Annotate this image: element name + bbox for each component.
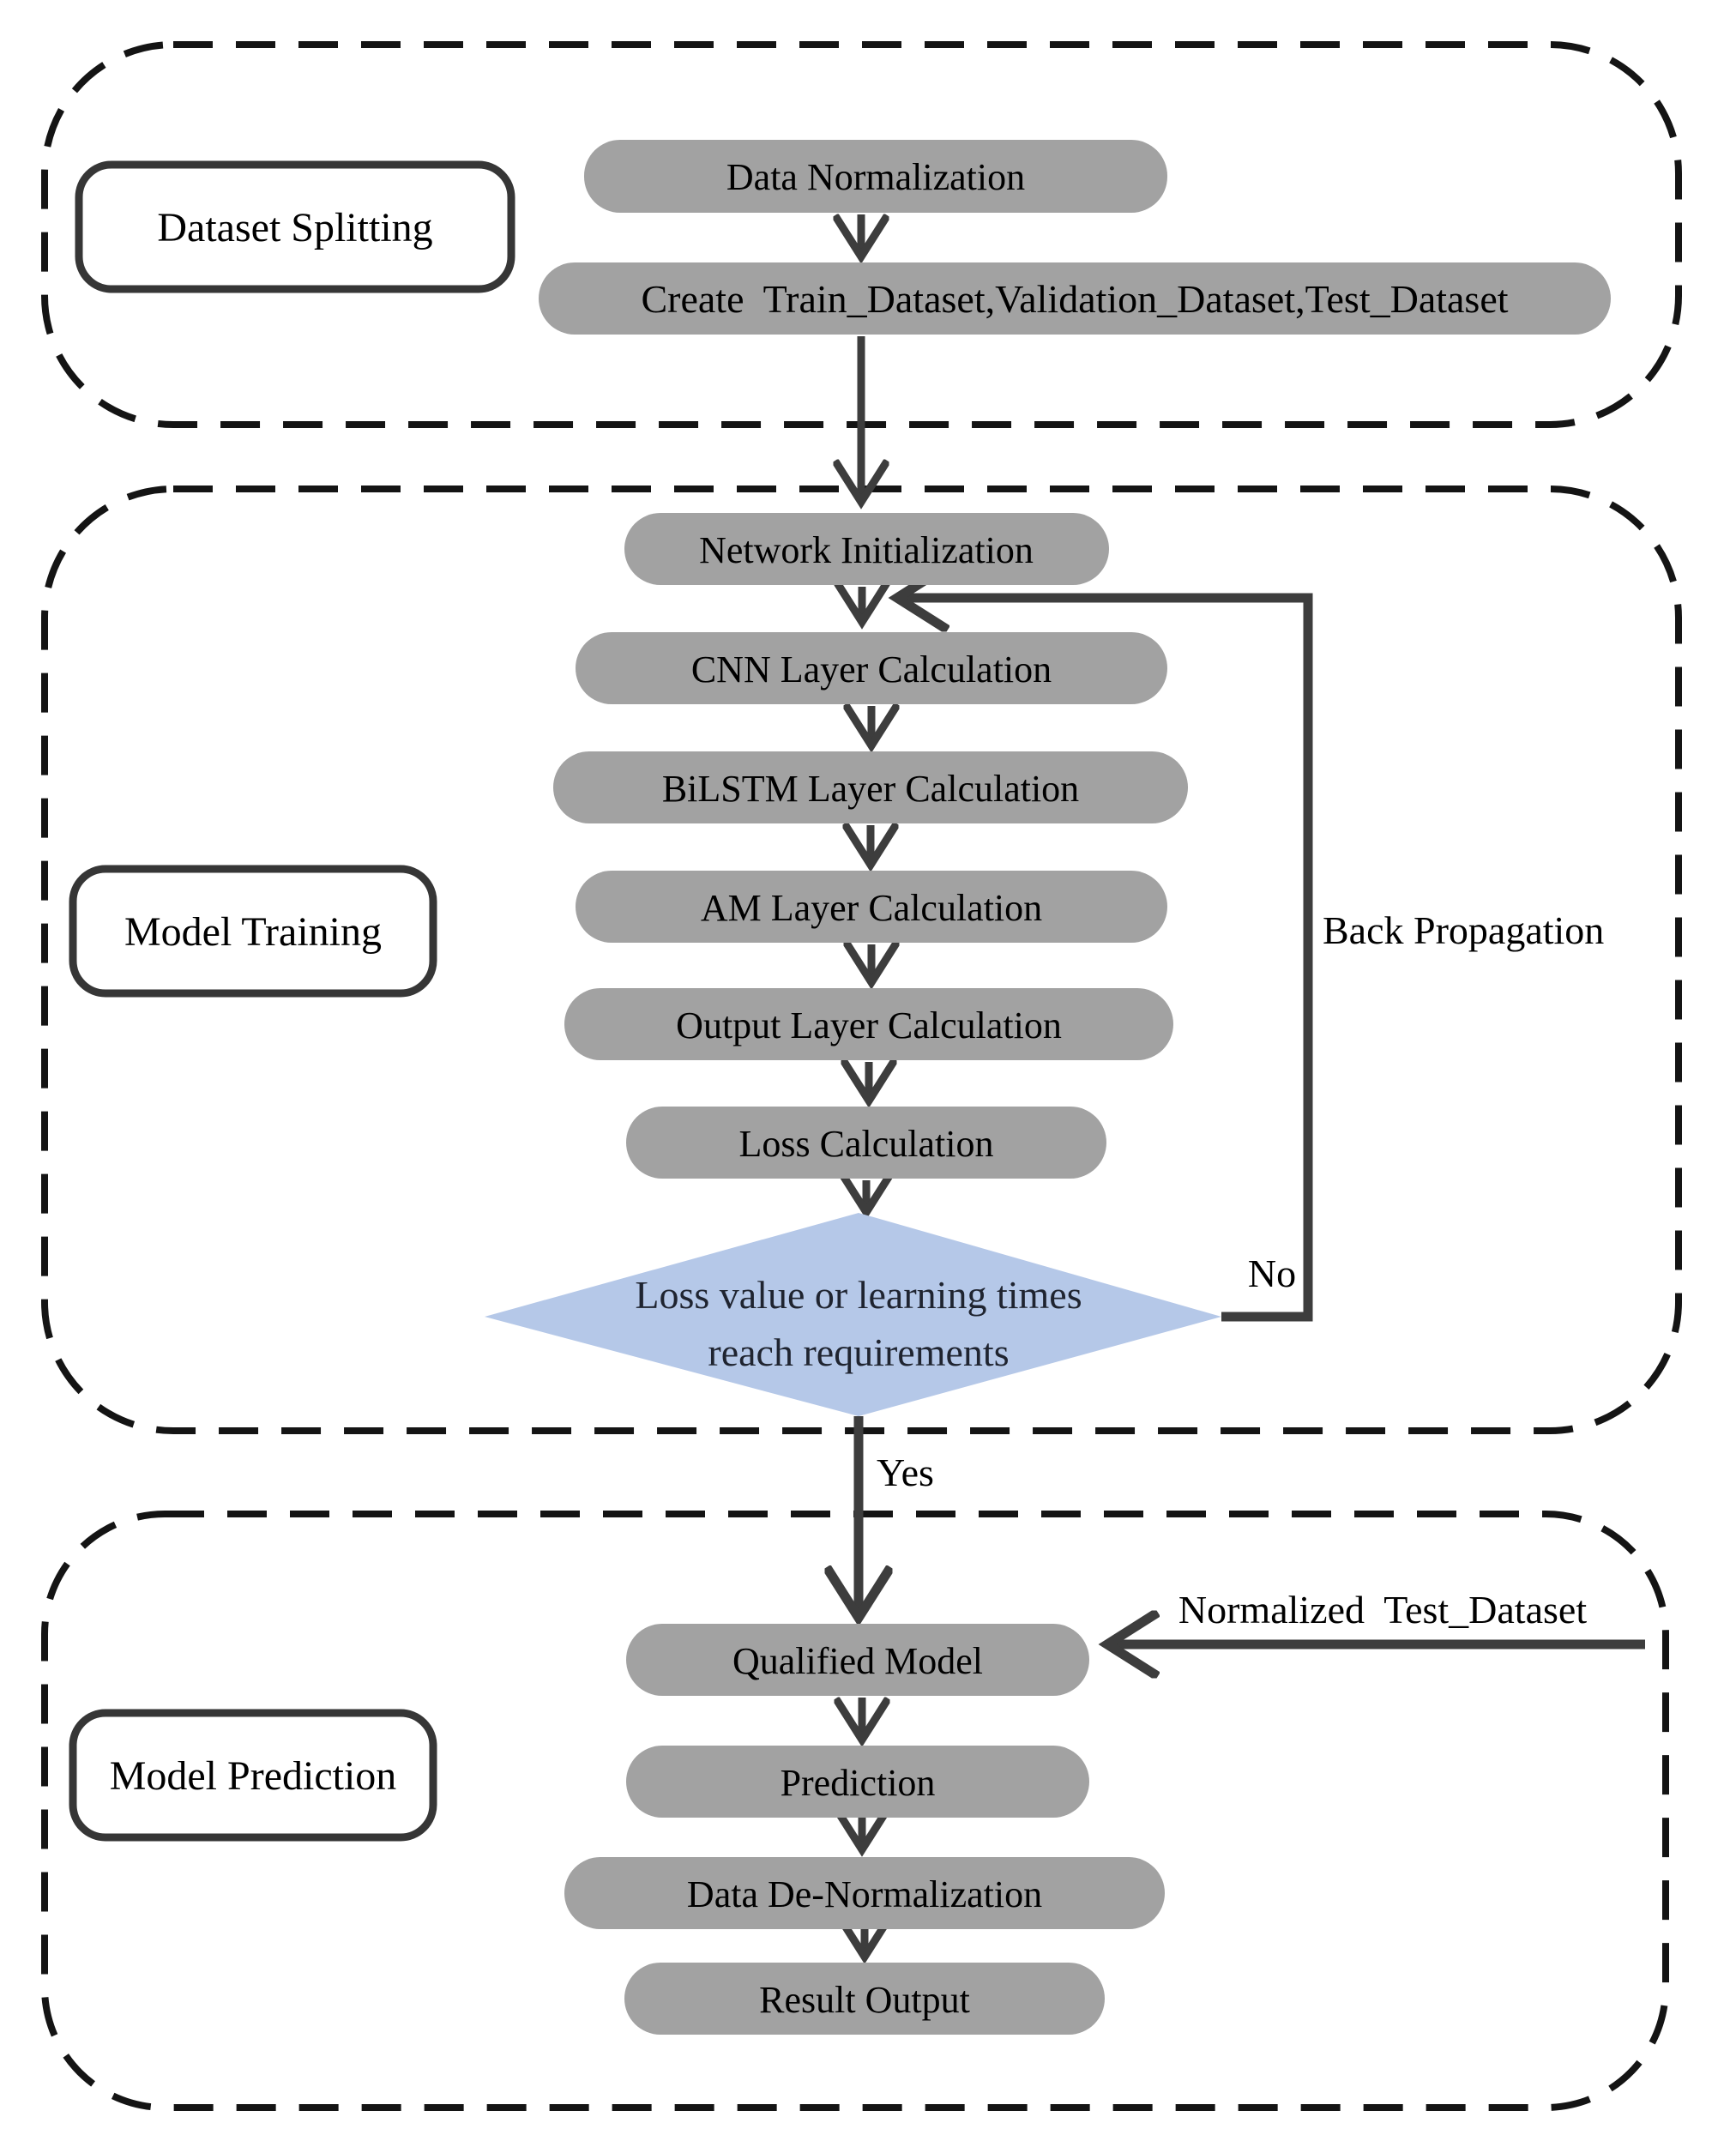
model-training-label: Model Training <box>124 909 382 955</box>
am-layer-pill <box>576 871 1167 943</box>
am-layer-label: AM Layer Calculation <box>701 887 1042 929</box>
output-layer-label: Output Layer Calculation <box>676 1004 1062 1046</box>
edge-label-no: No <box>1248 1251 1296 1295</box>
cnn-layer-label: CNN Layer Calculation <box>691 648 1052 691</box>
data-normalization-label: Data Normalization <box>726 156 1025 198</box>
node-prediction: Prediction <box>626 1746 1089 1818</box>
prediction-pill <box>626 1746 1089 1818</box>
section-label-model-training: Model Training <box>69 865 437 998</box>
node-decision-diamond: Loss value or learning times reach requi… <box>485 1213 1221 1416</box>
result-output-label: Result Output <box>759 1979 970 2021</box>
node-data-denormalization: Data De-Normalization <box>564 1857 1165 1929</box>
arrow-back-propagation-loop <box>901 598 1313 1322</box>
node-data-normalization: Data Normalization <box>584 140 1167 213</box>
edge-label-yes: Yes <box>877 1450 934 1494</box>
model-prediction-label: Model Prediction <box>110 1753 397 1799</box>
decision-label-line1: Loss value or learning times <box>635 1273 1082 1317</box>
data-denormalization-label: Data De-Normalization <box>687 1873 1042 1915</box>
node-am-layer: AM Layer Calculation <box>576 871 1167 943</box>
section-label-dataset-splitting: Dataset Splitting <box>75 160 515 293</box>
edge-label-normalized-test-dataset: Normalized Test_Dataset <box>1178 1588 1587 1631</box>
dataset-splitting-label-box <box>75 160 515 293</box>
bilstm-layer-label: BiLSTM Layer Calculation <box>662 768 1079 810</box>
node-loss-calculation: Loss Calculation <box>626 1107 1106 1179</box>
create-datasets-label: Create Train_Dataset,Validation_Dataset,… <box>641 277 1508 321</box>
qualified-model-pill <box>626 1624 1089 1696</box>
cnn-layer-pill <box>576 632 1167 704</box>
node-network-initialization: Network Initialization <box>624 513 1109 585</box>
node-output-layer: Output Layer Calculation <box>564 988 1173 1060</box>
model-training-label-box <box>69 865 437 998</box>
prediction-label: Prediction <box>781 1762 936 1804</box>
decision-label-line2: reach requirements <box>708 1330 1009 1374</box>
node-create-datasets: Create Train_Dataset,Validation_Dataset,… <box>539 262 1611 335</box>
decision-diamond-shape <box>485 1213 1221 1416</box>
loss-calculation-pill <box>626 1107 1106 1179</box>
model-prediction-label-box <box>69 1709 437 1842</box>
data-denormalization-pill <box>564 1857 1165 1929</box>
result-output-pill <box>624 1963 1105 2035</box>
create-datasets-pill <box>539 262 1611 335</box>
network-initialization-label: Network Initialization <box>699 529 1034 571</box>
node-result-output: Result Output <box>624 1963 1105 2035</box>
bilstm-layer-pill <box>553 751 1188 823</box>
qualified-model-label: Qualified Model <box>732 1640 983 1682</box>
loss-calculation-label: Loss Calculation <box>739 1123 994 1165</box>
edge-label-back-propagation: Back Propagation <box>1323 908 1604 952</box>
node-cnn-layer: CNN Layer Calculation <box>576 632 1167 704</box>
data-normalization-pill <box>584 140 1167 213</box>
node-bilstm-layer: BiLSTM Layer Calculation <box>553 751 1188 823</box>
dataset-splitting-label: Dataset Splitting <box>157 205 432 250</box>
network-initialization-pill <box>624 513 1109 585</box>
node-qualified-model: Qualified Model <box>626 1624 1089 1696</box>
section-label-model-prediction: Model Prediction <box>69 1709 437 1842</box>
output-layer-pill <box>564 988 1173 1060</box>
